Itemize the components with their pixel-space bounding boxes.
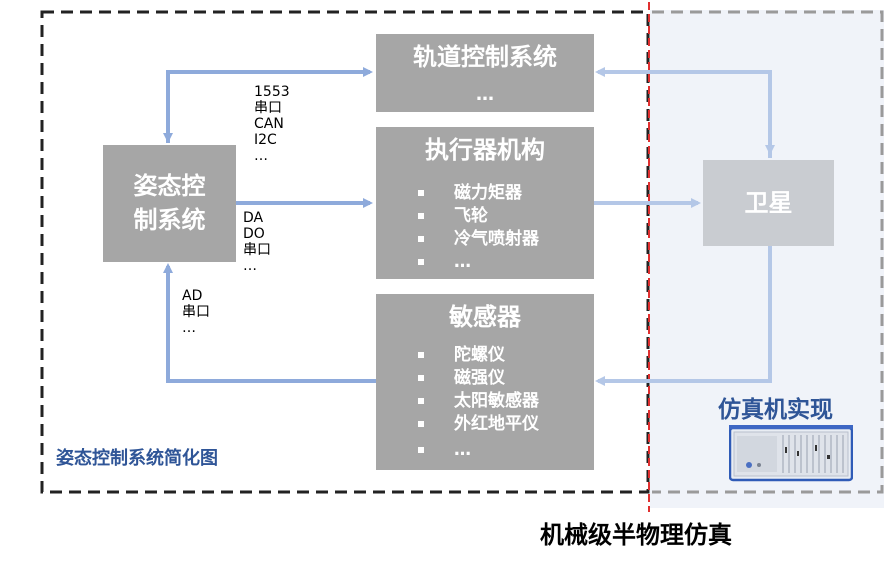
sensor-attitude-arrow xyxy=(163,263,376,383)
bullet-icon xyxy=(418,190,424,196)
satellite-box: 卫星 xyxy=(703,160,834,246)
bullet-icon xyxy=(418,259,424,265)
actuator-link-labels: DA DO 串口 … xyxy=(243,210,271,274)
sensor-link-labels: AD 串口 … xyxy=(182,288,210,336)
actuator-box: 执行器机构 磁力矩器 飞轮 冷气喷射器 … xyxy=(376,127,594,279)
attitude-control-title-line1: 姿态控 xyxy=(133,172,206,200)
orbit-control-box: 轨道控制系统 … xyxy=(376,34,594,112)
right-region-caption: 仿真机实现 xyxy=(718,397,833,423)
orbit-control-more: … xyxy=(476,84,494,105)
sensor-box: 敏感器 陀螺仪 磁强仪 太阳敏感器 外红地平仪 … xyxy=(376,294,594,470)
bullet-icon xyxy=(418,236,424,242)
bullet-icon xyxy=(418,421,424,427)
right-region-border xyxy=(652,10,884,494)
actuator-title: 执行器机构 xyxy=(425,136,545,164)
bullet-icon xyxy=(418,447,424,453)
satellite-label: 卫星 xyxy=(744,189,793,217)
orbit-link-labels: 1553 串口 CAN I2C … xyxy=(254,84,290,164)
attitude-control-title-line2: 制系统 xyxy=(133,206,206,234)
left-region-border xyxy=(40,10,650,494)
orbit-control-title: 轨道控制系统 xyxy=(413,43,557,71)
left-region-caption: 姿态控制系统简化图 xyxy=(56,448,218,469)
bottom-caption: 机械级半物理仿真 xyxy=(540,521,732,549)
bullet-icon xyxy=(418,352,424,358)
bullet-icon xyxy=(418,213,424,219)
simulator-machine-icon xyxy=(729,425,853,482)
satellite-sensor-arrow xyxy=(595,246,772,386)
attitude-control-box: 姿态控 制系统 xyxy=(103,145,236,262)
bullet-icon xyxy=(418,398,424,404)
satellite-orbit-arrow xyxy=(595,67,772,158)
sensor-title: 敏感器 xyxy=(449,303,521,331)
bullet-icon xyxy=(418,375,424,381)
